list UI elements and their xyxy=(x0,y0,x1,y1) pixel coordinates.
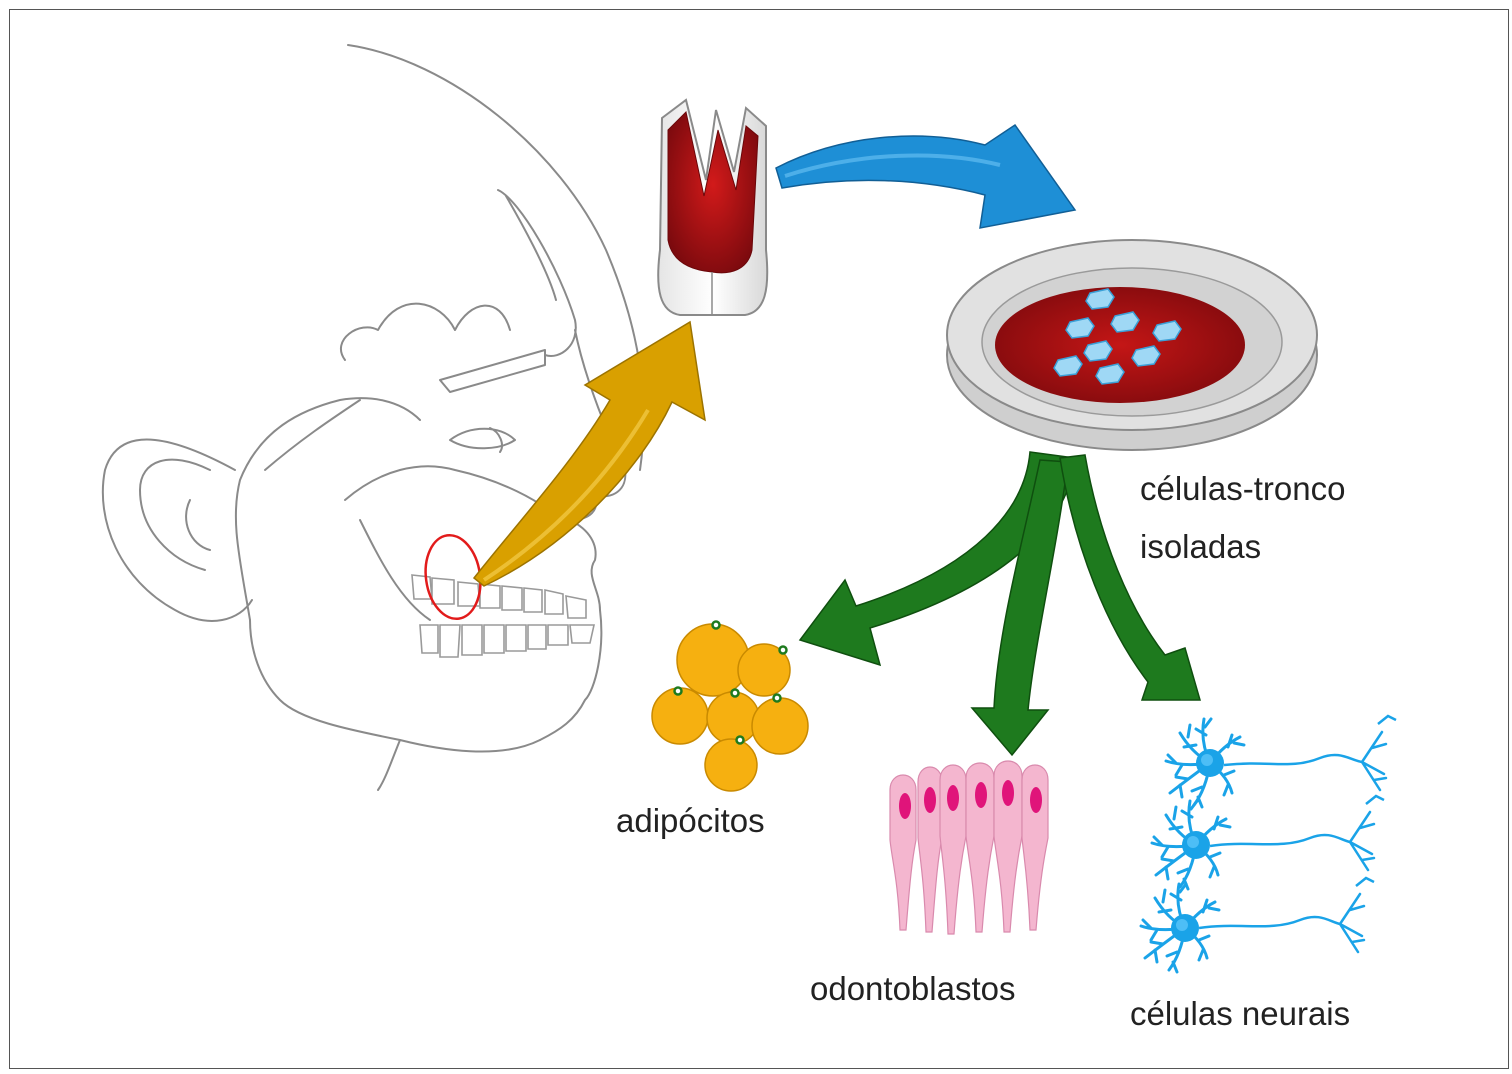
label-stem-cells-line1: células-tronco xyxy=(1140,470,1345,508)
teeth-outline xyxy=(412,575,594,657)
odontoblasts-cluster xyxy=(890,761,1048,934)
head-outline xyxy=(103,45,644,790)
label-stem-cells-line2: isoladas xyxy=(1140,528,1261,566)
neuron xyxy=(1141,878,1374,972)
label-odontoblasts: odontoblastos xyxy=(810,970,1016,1008)
adipocytes-cluster xyxy=(652,622,808,792)
gold-arrow xyxy=(474,322,705,586)
neural-cells-cluster xyxy=(1141,716,1396,972)
label-neural-cells: células neurais xyxy=(1130,995,1350,1033)
extracted-tooth xyxy=(658,100,767,315)
label-adipocytes: adipócitos xyxy=(616,802,765,840)
blue-arrow xyxy=(776,125,1075,228)
neuron xyxy=(1166,716,1396,807)
neuron xyxy=(1152,796,1384,889)
petri-dish xyxy=(947,240,1317,450)
